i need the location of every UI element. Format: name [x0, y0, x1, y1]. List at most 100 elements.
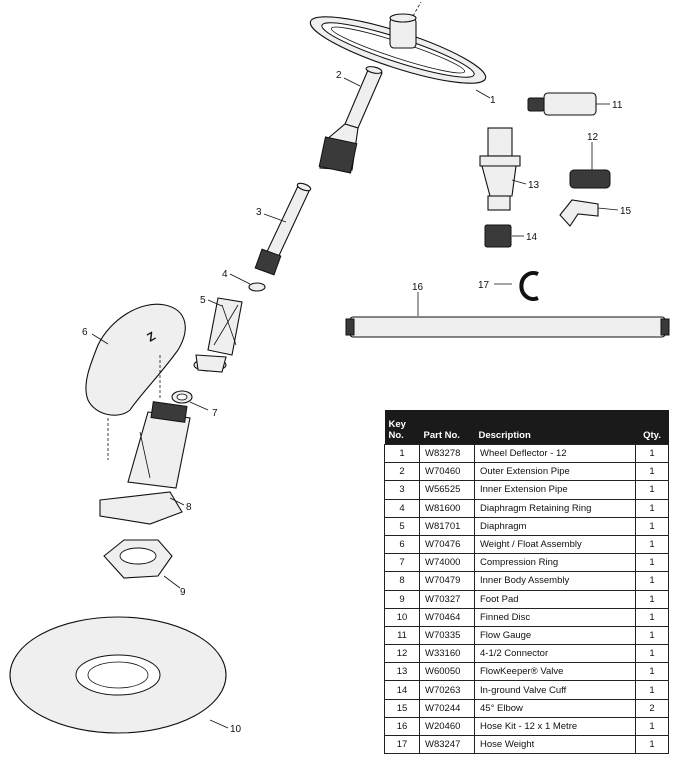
- cell-key-no: 17: [384, 734, 420, 755]
- weight-float-part: Z: [85, 303, 186, 460]
- cell-description: Hose Weight: [474, 734, 636, 755]
- cell-part-no: W70479: [419, 571, 475, 591]
- cell-qty: 1: [635, 716, 669, 737]
- cell-part-no: W70460: [419, 462, 475, 482]
- cell-description: In-ground Valve Cuff: [474, 680, 636, 700]
- cell-key-no: 16: [384, 716, 420, 737]
- cell-qty: 1: [635, 734, 669, 755]
- cell-description: Inner Body Assembly: [474, 571, 636, 591]
- cell-part-no: W81600: [419, 498, 475, 518]
- outer-extension-pipe-part: [318, 66, 383, 174]
- valve-cuff-part: [484, 224, 512, 248]
- callout-14: 14: [526, 232, 538, 243]
- cell-key-no: 8: [384, 571, 420, 591]
- cell-part-no: W83278: [419, 443, 475, 464]
- cell-description: Flow Gauge: [474, 625, 636, 646]
- callout-7: 7: [212, 408, 218, 419]
- cell-part-no: W74000: [419, 553, 475, 573]
- cell-qty: 1: [635, 662, 669, 682]
- cell-key-no: 9: [384, 589, 420, 609]
- cell-key-no: 5: [384, 516, 420, 536]
- cell-key-no: 15: [384, 698, 420, 718]
- cell-part-no: W81701: [419, 516, 475, 536]
- cell-description: Hose Kit - 12 x 1 Metre: [474, 716, 636, 737]
- retaining-ring-part: [248, 282, 266, 292]
- callout-17: 17: [478, 280, 490, 291]
- cell-description: 4-1/2 Connector: [474, 644, 636, 664]
- cell-key-no: 14: [384, 680, 420, 700]
- cell-description: Diaphragm Retaining Ring: [474, 498, 636, 518]
- cell-key-no: 12: [384, 644, 420, 664]
- flow-gauge-part: [527, 92, 597, 116]
- cell-part-no: W70263: [419, 680, 475, 700]
- header-key-line2: No.: [388, 430, 404, 441]
- diaphragm-part: [193, 297, 243, 373]
- cell-description: 45° Elbow: [474, 698, 636, 718]
- callout-15: 15: [620, 206, 632, 217]
- cell-key-no: 3: [384, 480, 420, 500]
- cell-key-no: 1: [384, 443, 420, 464]
- cell-qty: 1: [635, 534, 669, 555]
- cell-qty: 1: [635, 462, 669, 482]
- flowkeeper-valve-part: [479, 127, 521, 211]
- cell-description: Diaphragm: [474, 516, 636, 536]
- cell-qty: 1: [635, 553, 669, 573]
- callout-8: 8: [186, 502, 192, 513]
- header-key-line1: Key: [388, 419, 406, 430]
- inner-extension-pipe-part: [254, 182, 312, 276]
- callout-12: 12: [587, 132, 599, 143]
- cell-part-no: W70476: [419, 534, 475, 555]
- cell-key-no: 13: [384, 662, 420, 682]
- cell-description: Foot Pad: [474, 589, 636, 609]
- cell-part-no: W83247: [419, 734, 475, 755]
- cell-key-no: 10: [384, 607, 420, 627]
- header-part-no: Part No.: [419, 410, 475, 445]
- callout-13: 13: [528, 180, 540, 191]
- cell-description: Outer Extension Pipe: [474, 462, 636, 482]
- cell-part-no: W33160: [419, 644, 475, 664]
- callout-2: 2: [336, 70, 342, 81]
- cell-part-no: W56525: [419, 480, 475, 500]
- compression-ring-part: [171, 390, 193, 404]
- callout-10: 10: [230, 724, 242, 735]
- cell-qty: 1: [635, 480, 669, 500]
- callout-16: 16: [412, 282, 424, 293]
- cell-qty: 1: [635, 589, 669, 609]
- callout-3: 3: [256, 207, 262, 218]
- cell-part-no: W70335: [419, 625, 475, 646]
- callout-1: 1: [490, 95, 496, 106]
- cell-description: Compression Ring: [474, 553, 636, 573]
- callout-9: 9: [180, 587, 186, 598]
- cell-qty: 2: [635, 698, 669, 718]
- cell-qty: 1: [635, 607, 669, 627]
- connector-part: [569, 169, 611, 189]
- callout-5: 5: [200, 295, 206, 306]
- cell-qty: 1: [635, 644, 669, 664]
- leader-lines: [91, 77, 619, 729]
- cell-description: Inner Extension Pipe: [474, 480, 636, 500]
- cell-qty: 1: [635, 516, 669, 536]
- cell-qty: 1: [635, 680, 669, 700]
- cell-key-no: 6: [384, 534, 420, 555]
- cell-key-no: 7: [384, 553, 420, 573]
- cell-key-no: 4: [384, 498, 420, 518]
- cell-part-no: W20460: [419, 716, 475, 737]
- cell-key-no: 2: [384, 462, 420, 482]
- cell-part-no: W70327: [419, 589, 475, 609]
- cell-part-no: W60050: [419, 662, 475, 682]
- foot-pad-part: [103, 539, 173, 579]
